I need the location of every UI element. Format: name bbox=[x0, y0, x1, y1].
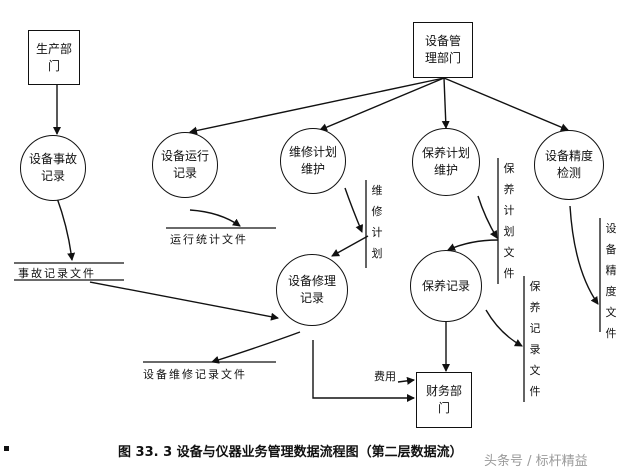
process-maintenance-plan-label: 保养计划维护 bbox=[421, 146, 470, 177]
flow-mgmt-to-operation bbox=[189, 77, 445, 135]
flow-repair-to-finance bbox=[312, 340, 415, 402]
flow-store-to-repair-record bbox=[331, 235, 369, 257]
entity-finance-dept: 财务部门 bbox=[416, 372, 472, 428]
process-accident-record: 设备事故记录 bbox=[20, 135, 86, 201]
flow-cost-to-finance bbox=[397, 376, 415, 385]
flow-mgmt-to-precision bbox=[443, 77, 569, 131]
entity-production-dept-label: 生产部门 bbox=[35, 41, 72, 73]
store-maintenance-record-file: 保养记录文件 bbox=[529, 280, 541, 398]
flow-repair-to-file bbox=[211, 331, 301, 364]
flow-label-cost: 费用 bbox=[374, 370, 396, 383]
watermark: 头条号 / 标杆精益 bbox=[484, 454, 588, 469]
store-accident-file: 事故记录文件 bbox=[18, 267, 96, 280]
flow-repairplan-to-store bbox=[344, 187, 364, 233]
figure-caption: 图 33. 3 设备与仪器业务管理数据流程图（第二层数据流） bbox=[118, 445, 463, 460]
process-accident-record-label: 设备事故记录 bbox=[28, 152, 77, 183]
process-repair-record: 设备修理记录 bbox=[276, 254, 348, 326]
store-repair-record-file: 设备维修记录文件 bbox=[143, 368, 247, 381]
store-precision-file: 设备精度文件 bbox=[605, 222, 617, 340]
flow-accident-to-file bbox=[56, 197, 76, 261]
flow-mgmt-to-repair-plan bbox=[319, 77, 445, 131]
entity-equipment-mgmt-dept-label: 设备管理部门 bbox=[424, 34, 461, 65]
flow-operation-to-stats bbox=[189, 209, 241, 227]
process-precision-check-label: 设备精度检测 bbox=[544, 149, 593, 180]
process-precision-check: 设备精度检测 bbox=[534, 130, 604, 200]
process-operation-record-label: 设备运行记录 bbox=[160, 149, 209, 180]
flow-accidentfile-to-repair bbox=[89, 281, 279, 321]
process-repair-plan-label: 维修计划维护 bbox=[288, 145, 337, 176]
flow-mgmt-to-maintenance-plan bbox=[441, 77, 450, 129]
flow-maintrecord-to-file bbox=[485, 309, 523, 347]
caption-bullet bbox=[4, 446, 9, 451]
process-maintenance-record-label: 保养记录 bbox=[421, 278, 470, 293]
process-repair-plan: 维修计划维护 bbox=[280, 128, 346, 194]
entity-production-dept: 生产部门 bbox=[28, 30, 80, 85]
flow-maintplan-to-file bbox=[477, 195, 498, 239]
process-maintenance-plan: 保养计划维护 bbox=[412, 128, 480, 196]
store-repair-plan: 维修计划 bbox=[371, 184, 383, 260]
store-operation-stats-file: 运行统计文件 bbox=[170, 233, 248, 246]
flow-precision-to-file bbox=[569, 205, 599, 305]
entity-equipment-mgmt-dept: 设备管理部门 bbox=[413, 22, 473, 78]
process-repair-record-label: 设备修理记录 bbox=[287, 274, 336, 305]
process-operation-record: 设备运行记录 bbox=[152, 132, 218, 198]
process-maintenance-record: 保养记录 bbox=[410, 250, 482, 322]
flow-maintfile-to-record bbox=[447, 239, 499, 251]
entity-finance-dept-label: 财务部门 bbox=[425, 384, 462, 415]
store-maintenance-plan-file: 保养计划文件 bbox=[503, 162, 515, 280]
